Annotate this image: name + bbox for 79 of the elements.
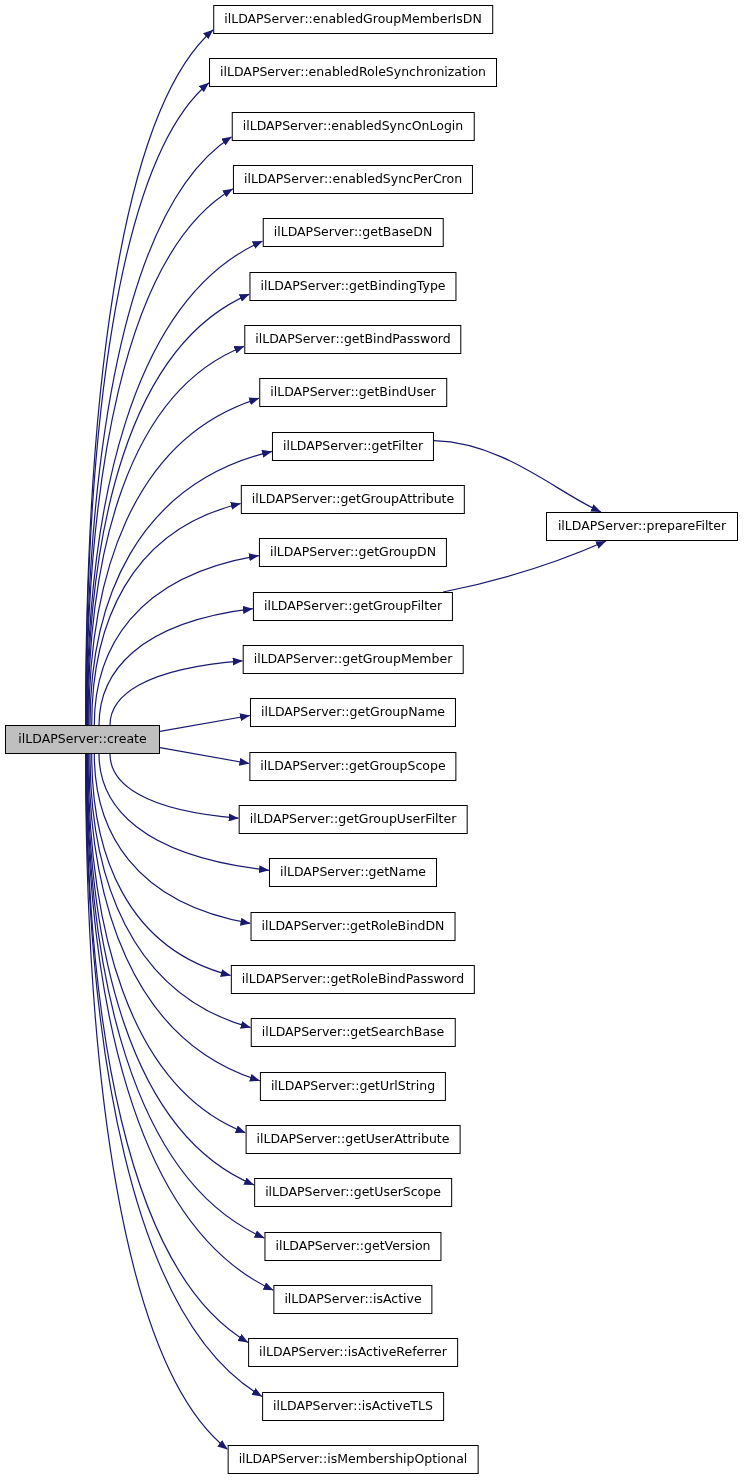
arrow bbox=[109, 657, 244, 726]
arrow bbox=[87, 753, 247, 1134]
arrow bbox=[89, 753, 252, 1029]
function-box bbox=[249, 698, 457, 727]
function-box bbox=[249, 752, 457, 781]
function-box bbox=[245, 1125, 461, 1154]
function-label: ilLDAPServer::getGroupFilter bbox=[263, 600, 443, 613]
function-label: ilLDAPServer::getGroupDN bbox=[269, 546, 437, 559]
function-label: ilLDAPServer::isActiveReferrer bbox=[259, 1346, 447, 1359]
function-label: ilLDAPServer::getName bbox=[280, 866, 426, 879]
function-box bbox=[230, 965, 476, 994]
function-label: ilLDAPServer::create bbox=[18, 733, 147, 746]
function-box bbox=[242, 645, 464, 674]
function-label: ilLDAPServer::getBindingType bbox=[260, 280, 446, 293]
function-box bbox=[209, 58, 497, 87]
function-label: ilLDAPServer::getFilter bbox=[282, 440, 424, 453]
arrow bbox=[442, 540, 607, 593]
function-label: ilLDAPServer::isMembershipOptional bbox=[238, 1453, 468, 1466]
function-label: ilLDAPServer::getGroupScope bbox=[260, 760, 446, 773]
function-label: ilLDAPServer::getRoleBindPassword bbox=[241, 973, 465, 986]
function-box bbox=[248, 1338, 458, 1367]
function-label: ilLDAPServer::enabledSyncOnLogin bbox=[242, 120, 464, 133]
function-label: ilLDAPServer::getBindUser bbox=[270, 386, 436, 399]
function-label: ilLDAPServer::getGroupName bbox=[260, 706, 446, 719]
function-label: ilLDAPServer::getBindPassword bbox=[255, 333, 451, 346]
function-box bbox=[213, 5, 493, 34]
function-box bbox=[262, 218, 444, 247]
function-label: ilLDAPServer::enabledGroupMemberIsDN bbox=[224, 13, 482, 26]
function-box bbox=[262, 1392, 444, 1421]
arrow bbox=[433, 440, 602, 513]
function-box bbox=[269, 858, 437, 887]
arrow bbox=[159, 713, 251, 732]
function-label: ilLDAPServer::getRoleBindDN bbox=[261, 920, 445, 933]
function-box bbox=[232, 165, 474, 194]
arrow bbox=[89, 450, 273, 726]
arrow bbox=[85, 753, 229, 1450]
function-box bbox=[273, 1285, 433, 1314]
function-label: ilLDAPServer::getVersion bbox=[275, 1240, 431, 1253]
function-box bbox=[259, 1072, 447, 1101]
function-label: ilLDAPServer::getUrlString bbox=[270, 1080, 436, 1093]
arrow bbox=[98, 753, 270, 873]
function-box bbox=[249, 272, 457, 301]
function-label: ilLDAPServer::getGroupAttribute bbox=[251, 493, 455, 506]
arrow bbox=[93, 553, 260, 726]
arrow bbox=[98, 606, 254, 726]
function-label: ilLDAPServer::getGroupUserFilter bbox=[249, 813, 457, 826]
function-box bbox=[227, 1445, 479, 1474]
function-box bbox=[254, 1178, 452, 1207]
function-box bbox=[264, 1232, 442, 1261]
function-box bbox=[250, 912, 456, 941]
function-box bbox=[250, 1018, 456, 1047]
function-label: ilLDAPServer::getUserAttribute bbox=[256, 1133, 450, 1146]
function-label: ilLDAPServer::getGroupMember bbox=[253, 653, 453, 666]
function-label: ilLDAPServer::enabledSyncPerCron bbox=[243, 173, 463, 186]
arrow bbox=[88, 397, 260, 726]
arrow bbox=[86, 753, 255, 1186]
function-label: ilLDAPServer::prepareFilter bbox=[557, 520, 727, 533]
function-box bbox=[546, 512, 738, 541]
arrow bbox=[93, 753, 252, 926]
function-box bbox=[252, 592, 454, 621]
function-label: ilLDAPServer::isActiveTLS bbox=[273, 1400, 433, 1413]
function-box bbox=[244, 325, 462, 354]
function-label: ilLDAPServer::getSearchBase bbox=[261, 1026, 445, 1039]
function-box bbox=[238, 805, 468, 834]
function-box bbox=[271, 432, 435, 461]
function-box bbox=[240, 485, 466, 514]
function-box bbox=[231, 112, 475, 141]
arrow bbox=[91, 502, 242, 726]
function-label: ilLDAPServer::getBaseDN bbox=[273, 226, 433, 239]
function-box bbox=[259, 378, 447, 407]
function-label: ilLDAPServer::isActive bbox=[284, 1293, 422, 1306]
function-box bbox=[258, 538, 448, 567]
function-label: ilLDAPServer::enabledRoleSynchronization bbox=[220, 66, 486, 79]
arrow bbox=[109, 753, 240, 822]
arrow bbox=[87, 345, 245, 726]
arrow bbox=[91, 753, 232, 977]
function-label: ilLDAPServer::getUserScope bbox=[265, 1186, 441, 1199]
function-box bbox=[5, 725, 160, 754]
arrow bbox=[159, 747, 250, 766]
